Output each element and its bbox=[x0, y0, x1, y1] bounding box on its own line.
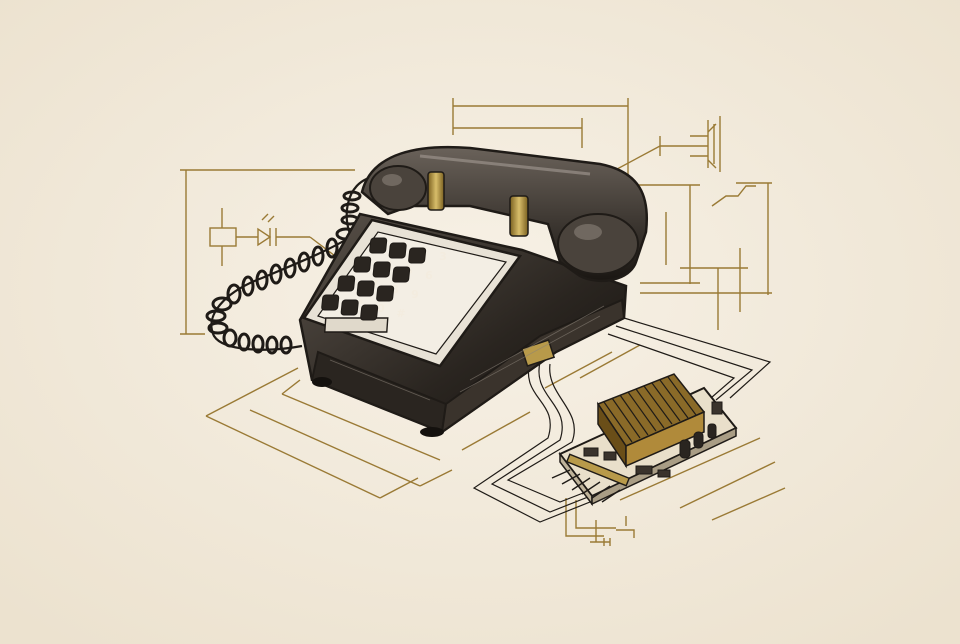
keypad-key-label: 3 bbox=[439, 250, 447, 263]
keypad-key-label: # bbox=[396, 307, 405, 320]
connection-wires bbox=[472, 317, 772, 523]
keypad-key-label: * bbox=[358, 297, 364, 310]
keypad-key-label: 6 bbox=[425, 269, 433, 282]
keypad-key-label: 0 bbox=[377, 302, 385, 315]
dimension-lines bbox=[180, 98, 786, 546]
hook-switches bbox=[427, 171, 529, 237]
keypad-key: 7 bbox=[337, 275, 379, 292]
keypad-key: 0 bbox=[340, 299, 385, 316]
chips bbox=[583, 447, 671, 478]
mouthpiece bbox=[557, 213, 639, 275]
keypad-key: # bbox=[360, 304, 406, 321]
foot bbox=[312, 377, 332, 387]
telephone: 123456789*0# bbox=[205, 145, 648, 437]
heatsink bbox=[596, 373, 706, 469]
keypad-key: * bbox=[321, 294, 364, 311]
keypad-key: 8 bbox=[356, 280, 399, 297]
foot bbox=[420, 427, 444, 437]
keypad-key-label: 9 bbox=[411, 288, 419, 301]
keypad-key: 3 bbox=[408, 247, 447, 264]
circuit-board bbox=[551, 373, 738, 507]
earpiece bbox=[369, 165, 427, 211]
label-strip bbox=[324, 317, 389, 333]
keypad-key: 6 bbox=[392, 266, 433, 283]
keypad-key: 9 bbox=[376, 285, 419, 302]
keypad-key-label: 7 bbox=[371, 278, 379, 291]
coiled-cord bbox=[205, 174, 379, 355]
pin-header bbox=[551, 453, 631, 503]
keypad-keys: 123456789*0# bbox=[321, 237, 447, 321]
capacitors bbox=[679, 401, 723, 459]
keypad-key-label: 8 bbox=[391, 283, 399, 296]
